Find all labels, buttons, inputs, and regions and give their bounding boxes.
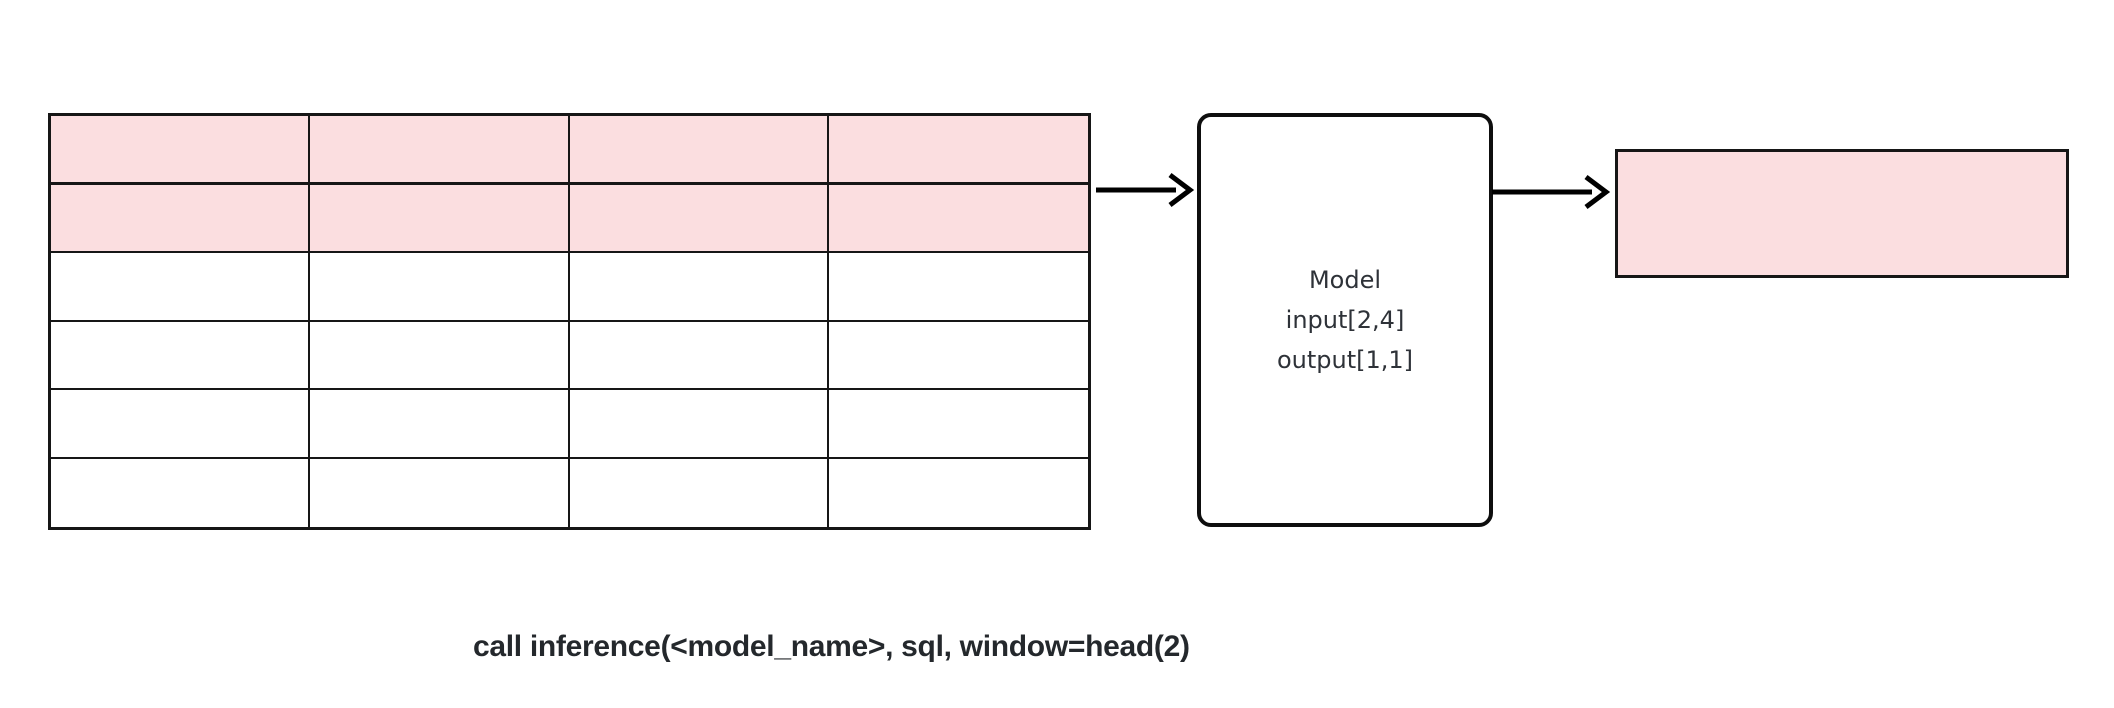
arrow-table-to-model-icon bbox=[1096, 173, 1195, 207]
table-cell bbox=[569, 390, 829, 459]
table-cell bbox=[828, 458, 1088, 527]
table-cell bbox=[51, 116, 311, 185]
model-box-output-shape: output[1,1] bbox=[1276, 346, 1414, 374]
table-cell bbox=[828, 116, 1088, 185]
output-box bbox=[1615, 149, 2069, 278]
arrow-model-to-output-icon bbox=[1492, 175, 1611, 209]
input-table bbox=[48, 113, 1091, 530]
table-cell bbox=[51, 321, 311, 390]
table-cell bbox=[828, 321, 1088, 390]
table-cell bbox=[51, 458, 311, 527]
table-cell bbox=[51, 390, 311, 459]
table-cell bbox=[569, 116, 829, 185]
table-cell bbox=[310, 116, 570, 185]
table-cell bbox=[310, 321, 570, 390]
table-cell bbox=[828, 390, 1088, 459]
table-cell bbox=[828, 184, 1088, 253]
model-box-title: Model bbox=[1308, 266, 1382, 294]
model-box-input-shape: input[2,4] bbox=[1285, 306, 1405, 334]
table-cell bbox=[310, 253, 570, 322]
table-cell bbox=[569, 253, 829, 322]
table-cell bbox=[51, 253, 311, 322]
table-cell bbox=[569, 184, 829, 253]
table-cell bbox=[310, 184, 570, 253]
caption: call inference(<model_name>, sql, window… bbox=[473, 630, 1190, 663]
table-cell bbox=[310, 390, 570, 459]
table-cell bbox=[51, 184, 311, 253]
model-box: Model input[2,4] output[1,1] bbox=[1197, 113, 1493, 527]
table-cell bbox=[310, 458, 570, 527]
table-cell bbox=[828, 253, 1088, 322]
table-cell bbox=[569, 458, 829, 527]
table-cell bbox=[569, 321, 829, 390]
